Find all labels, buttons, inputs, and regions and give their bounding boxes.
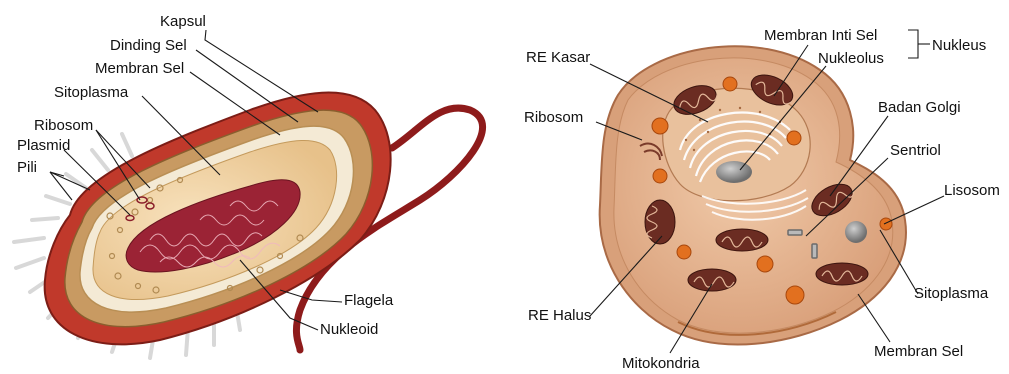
label-re-kasar: RE Kasar (526, 49, 590, 66)
vacuole (845, 221, 867, 243)
label-sitoplasma-euk: Sitoplasma (914, 285, 989, 302)
label-nukleoid: Nukleoid (320, 321, 378, 338)
label-ribosom: Ribosom (34, 117, 93, 134)
label-badan-golgi: Badan Golgi (878, 99, 961, 116)
label-plasmid: Plasmid (17, 137, 70, 154)
label-nukleus: Nukleus (932, 37, 986, 54)
label-kapsul: Kapsul (160, 13, 206, 30)
label-sentriol: Sentriol (890, 142, 941, 159)
nucleolus (716, 161, 752, 183)
label-flagela: Flagela (344, 292, 394, 309)
label-lisosom: Lisosom (944, 182, 1000, 199)
label-ribosom-euk: Ribosom (524, 109, 583, 126)
label-membran-sel: Membran Sel (95, 60, 184, 77)
label-pili: Pili (17, 159, 37, 176)
label-membran-inti-sel: Membran Inti Sel (764, 27, 877, 44)
label-dinding-sel: Dinding Sel (110, 37, 187, 54)
label-re-halus: RE Halus (528, 307, 591, 324)
label-nukleolus: Nukleolus (818, 50, 884, 67)
label-sitoplasma: Sitoplasma (54, 84, 129, 101)
label-membran-sel-euk: Membran Sel (874, 343, 963, 360)
label-mitokondria: Mitokondria (622, 355, 700, 372)
